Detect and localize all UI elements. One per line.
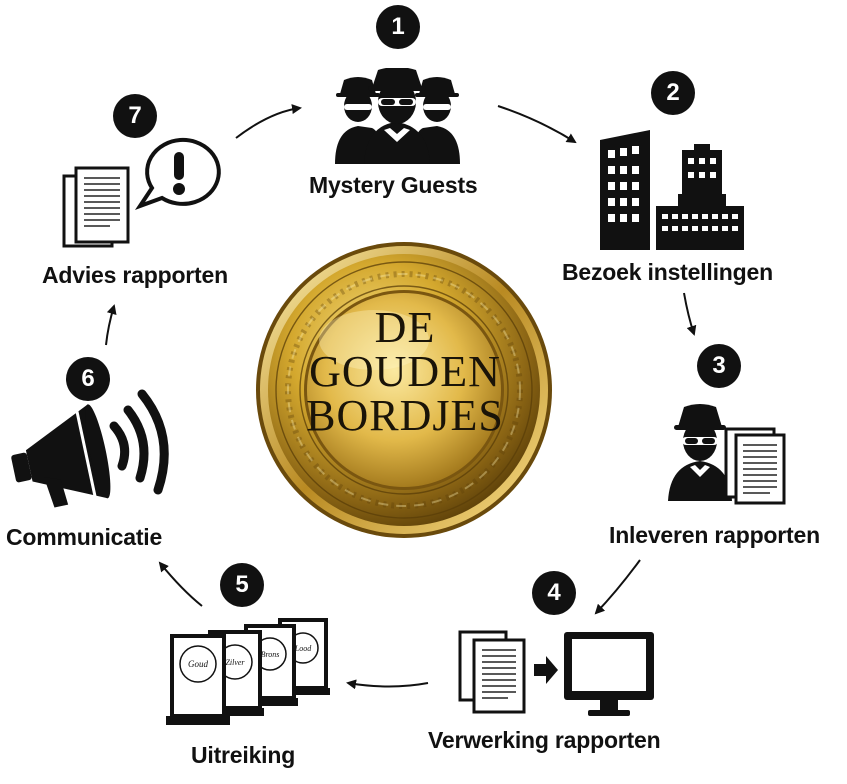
exclamation-icon [174,152,184,180]
medal-line-2: GOUDEN [309,347,501,396]
plaque-zilver-text: Zilver [225,658,245,667]
report-with-alert-icon [62,137,221,248]
plaque-goud-text: Goud [188,659,208,669]
arrow-4-to-5 [346,679,429,690]
arrow-5-to-6 [158,561,203,607]
step-2-badge: 2 [651,71,695,115]
step-1-badge: 1 [376,5,420,49]
arrow-1-to-2 [497,105,577,144]
step-7-number: 7 [128,102,142,129]
step-4-label: Verwerking rapporten [428,727,661,753]
step-4-badge: 4 [532,571,576,615]
step-2-number: 2 [666,79,680,106]
plaque-goud: Goud [166,634,230,725]
step-3-badge: 3 [697,344,741,388]
medal-title: DE GOUDEN BORDJES [300,306,510,438]
medal-line-3: BORDJES [306,391,504,440]
step-4-number: 4 [547,579,561,606]
step-1-label: Mystery Guests [309,172,478,198]
step-1-number: 1 [391,13,405,40]
step-5-label: Uitreiking [191,742,296,768]
plaque-lood-text: Lood [294,644,312,653]
step-7-label: Advies rapporten [42,262,228,288]
buildings-icon [600,130,744,250]
award-plaques-icon: Lood Brons Zilver Goud [166,618,330,725]
report-to-computer-icon [458,630,654,716]
megaphone-icon [11,389,169,508]
arrow-3-to-4 [594,559,641,615]
guest-with-report-icon [668,404,786,505]
step-5-number: 5 [235,571,249,598]
plaque-brons-text: Brons [261,650,280,659]
arrow-7-to-1 [235,104,302,139]
arrow-2-to-3 [683,292,697,336]
mystery-guests-icon [335,68,460,164]
step-3-number: 3 [712,352,726,379]
step-5-badge: 5 [220,563,264,607]
step-2-label: Bezoek instellingen [562,259,773,285]
step-6-label: Communicatie [6,524,163,550]
step-6-badge: 6 [66,357,110,401]
arrow-6-to-7 [105,304,117,346]
step-6-number: 6 [81,365,95,392]
medal-line-1: DE [374,303,436,352]
step-3-label: Inleveren rapporten [609,522,820,548]
step-7-badge: 7 [113,94,157,138]
gold-medal [256,242,552,538]
